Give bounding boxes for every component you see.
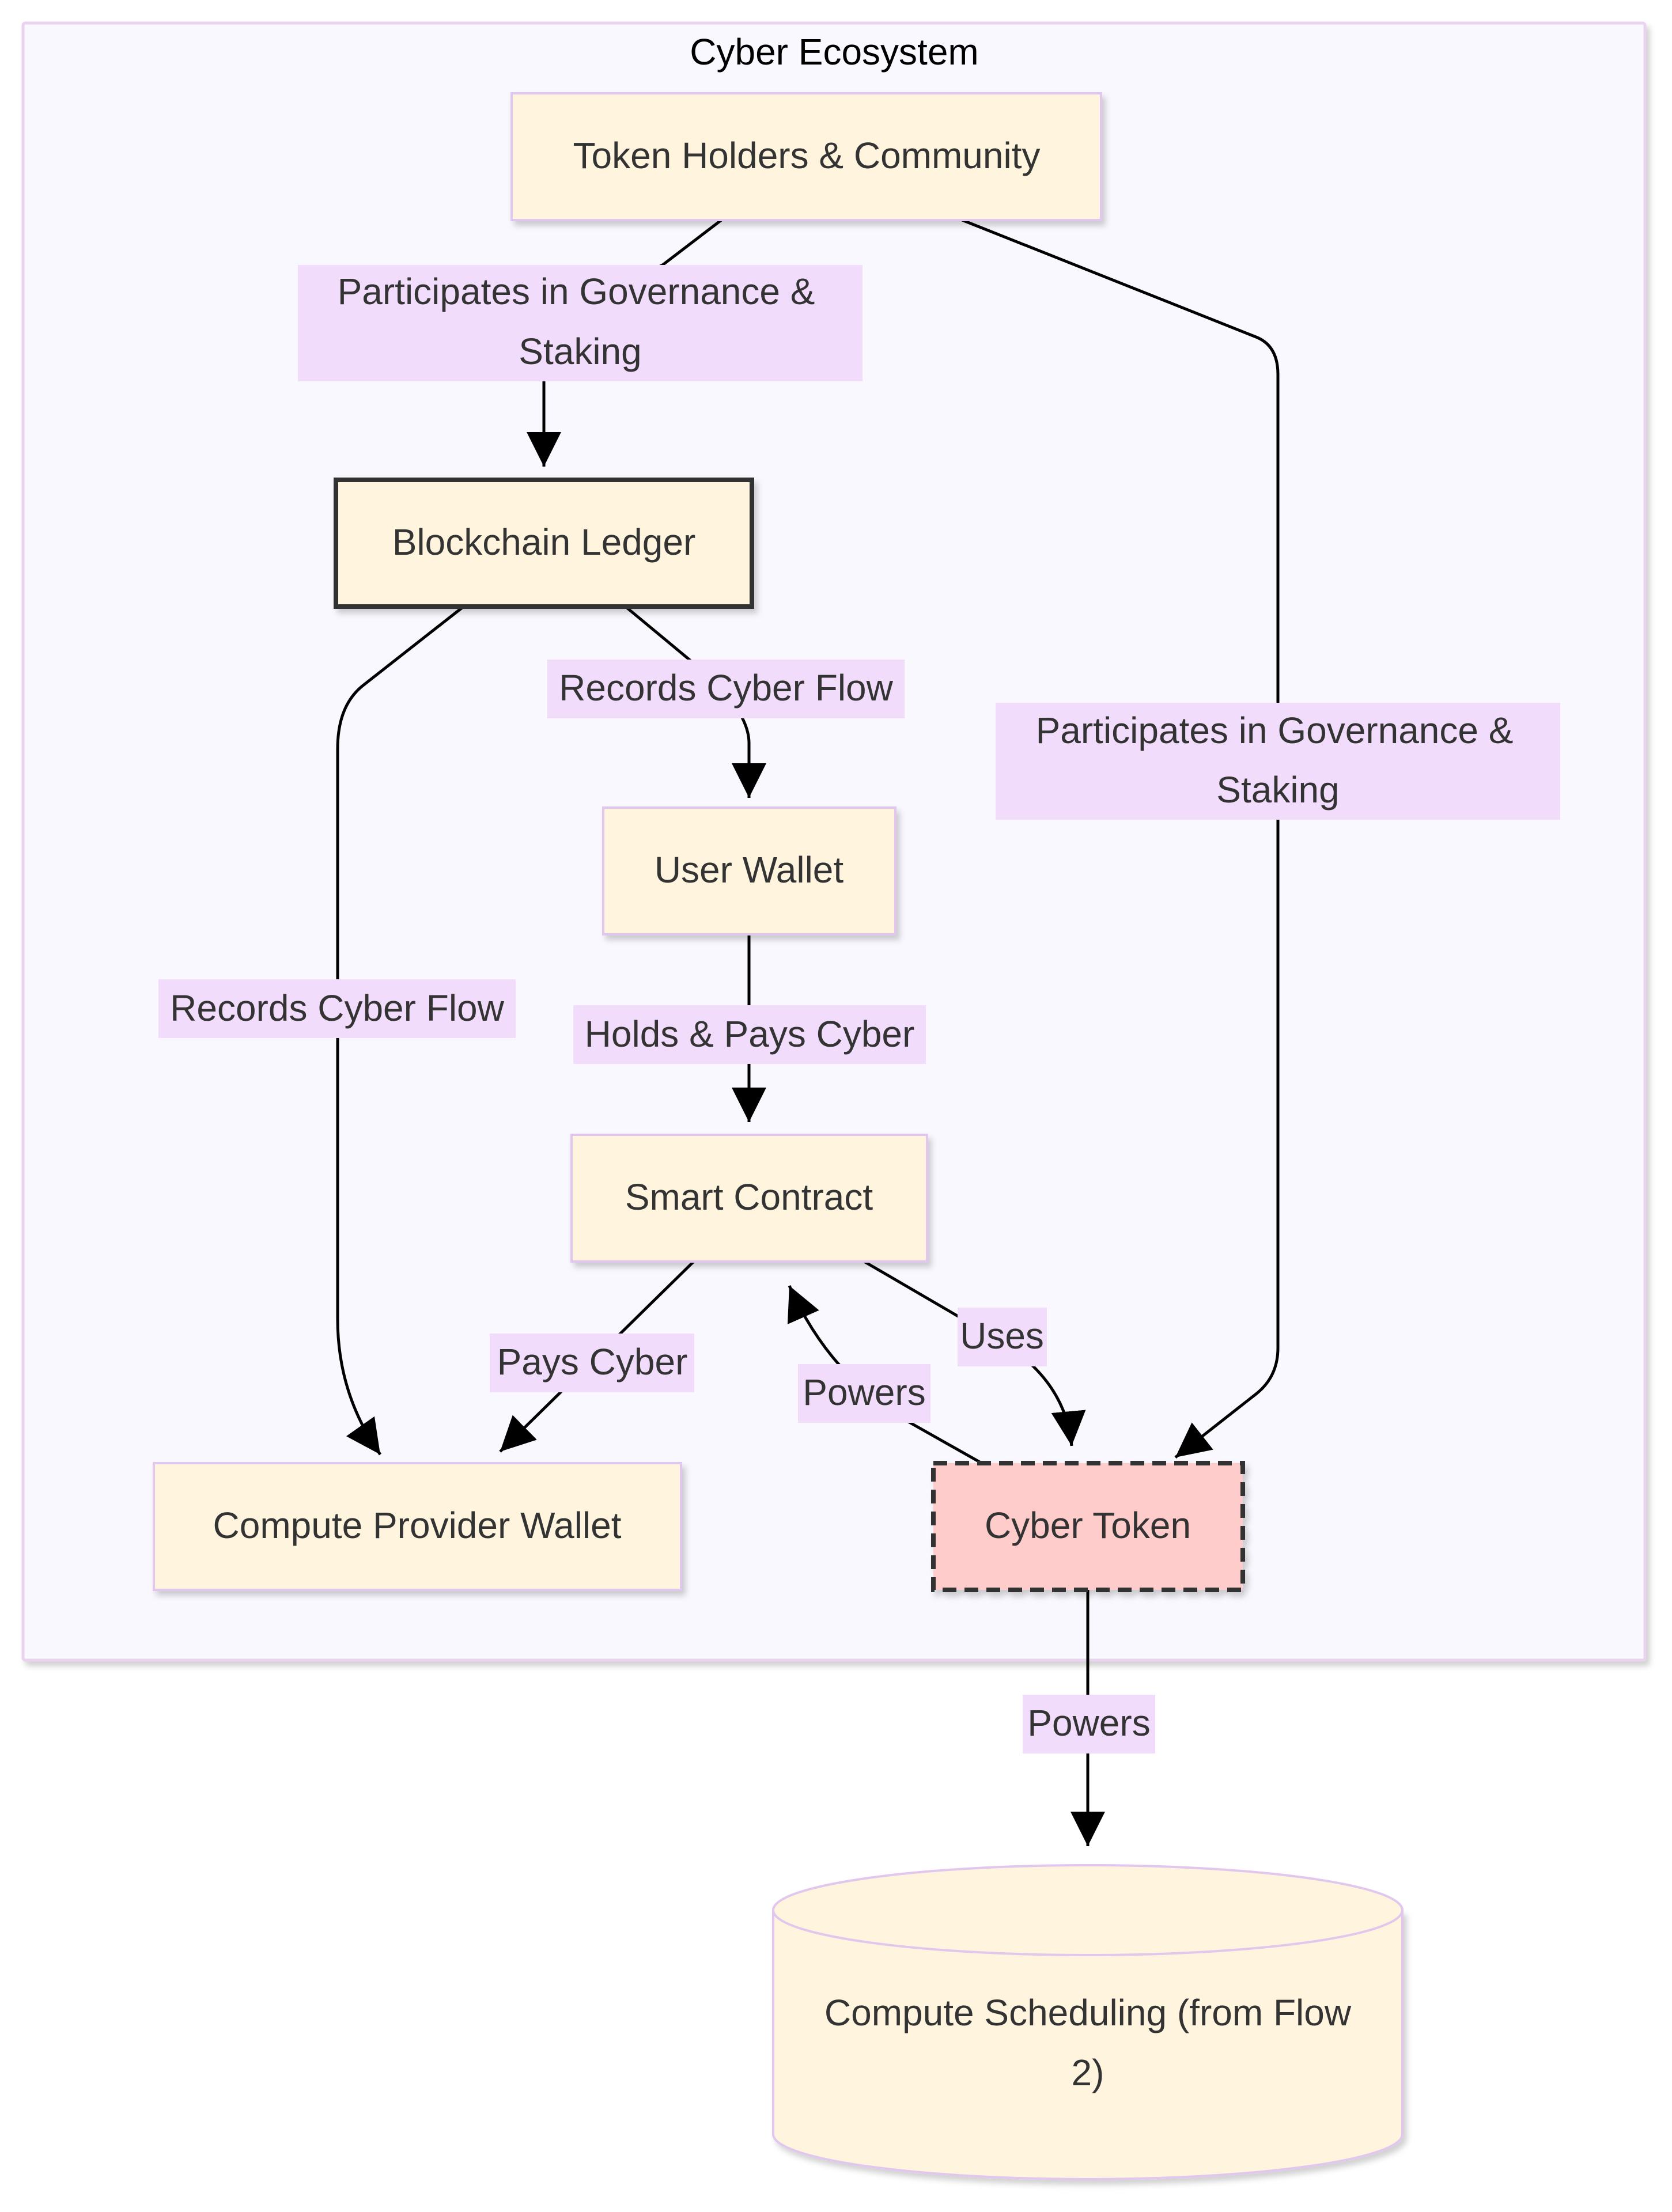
edge-label-text: Pays Cyber: [497, 1341, 688, 1382]
node-label: Cyber Token: [985, 1505, 1191, 1546]
node-blockchain-ledger[interactable]: Blockchain Ledger: [334, 478, 754, 609]
edge-label-text: Records Cyber Flow: [170, 987, 505, 1029]
edge-label-contract-to-token: Uses: [958, 1308, 1047, 1366]
edge-label-text: Records Cyber Flow: [559, 667, 894, 709]
node-label: Compute Scheduling (from Flow: [824, 1992, 1352, 2033]
edge-label-text: Participates in Governance &: [1036, 710, 1514, 751]
edge-label-ledger-to-provider: Records Cyber Flow: [158, 979, 516, 1038]
edge-label-text: Participates in Governance &: [338, 271, 815, 312]
node-user-wallet[interactable]: User Wallet: [602, 806, 896, 935]
edge-label-holders-to-token: Participates in Governance & Staking: [996, 703, 1560, 820]
node-smart-contract[interactable]: Smart Contract: [570, 1134, 928, 1263]
edge-label-text: Staking: [519, 331, 641, 372]
edge-label-holders-to-ledger: Participates in Governance & Staking: [298, 265, 863, 381]
nodes: Token Holders & Community Blockchain Led…: [153, 92, 1404, 2180]
edge-label-ledger-to-wallet: Records Cyber Flow: [547, 660, 905, 718]
edge-label-text: Staking: [1216, 769, 1339, 810]
edge-label-token-to-contract: Powers: [798, 1364, 930, 1423]
node-label: Smart Contract: [625, 1176, 873, 1218]
node-cyber-token[interactable]: Cyber Token: [931, 1461, 1245, 1592]
node-label: User Wallet: [655, 849, 844, 891]
node-token-holders[interactable]: Token Holders & Community: [510, 92, 1102, 221]
edge-labels: Participates in Governance & Staking Par…: [158, 265, 1560, 1753]
edge-label-contract-to-provider: Pays Cyber: [490, 1334, 694, 1392]
edge-label-text: Powers: [803, 1372, 925, 1413]
edge-label-text: Holds & Pays Cyber: [585, 1013, 915, 1055]
edge-label-token-to-scheduling: Powers: [1023, 1695, 1155, 1753]
node-label: Blockchain Ledger: [392, 521, 696, 563]
edge-label-text: Powers: [1027, 1702, 1150, 1744]
node-label: Token Holders & Community: [573, 135, 1041, 176]
node-compute-scheduling[interactable]: Compute Scheduling (from Flow 2): [772, 1864, 1404, 2180]
edge-holders-to-token: [962, 218, 1280, 1459]
node-label: 2): [1072, 2052, 1104, 2093]
edge-ledger-to-provider: [336, 607, 463, 1456]
edge-label-text: Uses: [960, 1315, 1044, 1357]
cluster-title: Cyber Ecosystem: [690, 31, 978, 73]
node-compute-provider-wallet[interactable]: Compute Provider Wallet: [153, 1462, 682, 1591]
node-label: Compute Provider Wallet: [213, 1505, 622, 1546]
edge-label-wallet-to-contract: Holds & Pays Cyber: [573, 1005, 926, 1064]
